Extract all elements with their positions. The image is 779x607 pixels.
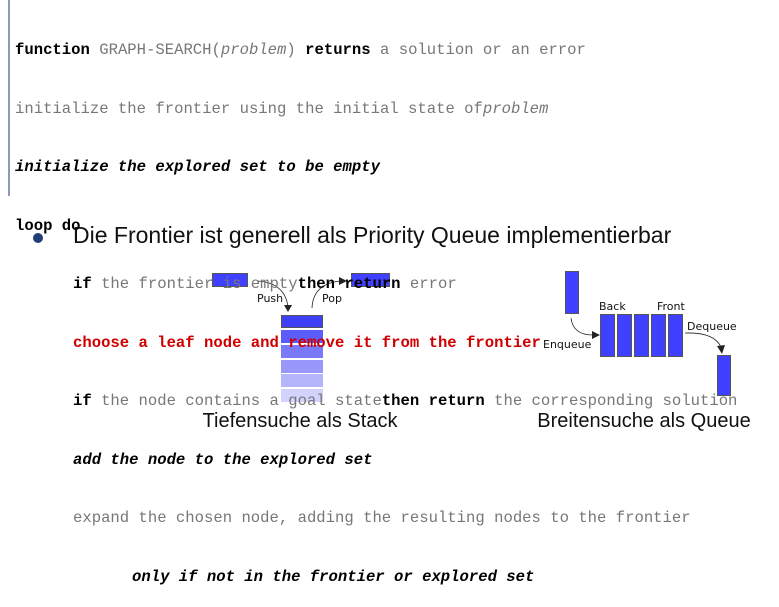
paren: )	[286, 41, 306, 59]
keyword: function	[15, 41, 90, 59]
code-text: initialize the frontier using the initia…	[15, 99, 483, 118]
dequeue-block	[717, 355, 731, 396]
pop-label: Pop	[322, 292, 342, 305]
argument: problem	[220, 41, 287, 59]
queue-item	[617, 314, 632, 357]
code-margin-bar	[8, 0, 10, 196]
queue-caption: Breitensuche als Queue	[537, 410, 751, 432]
stack-item	[281, 360, 323, 373]
keyword: then return	[297, 275, 401, 293]
keyword: then return	[381, 392, 485, 410]
code-line-6: choose a leaf node and remove it from th…	[73, 333, 541, 352]
code-line-2: initialize the frontier using the initia…	[15, 100, 737, 120]
queue-item	[634, 314, 649, 357]
code-text: the corresponding solution	[484, 392, 738, 410]
code-line-1: function GRAPH-SEARCH(problem) returns a…	[15, 41, 737, 61]
keyword: if	[73, 275, 92, 293]
pop-block	[351, 273, 390, 287]
code-line-7: if the node contains a goal statethen re…	[15, 392, 737, 412]
code-line-4: loop do	[15, 216, 81, 235]
pseudocode-block: function GRAPH-SEARCH(problem) returns a…	[15, 2, 737, 607]
stack-item	[281, 315, 323, 328]
pop-arrow	[311, 277, 347, 309]
push-arrow	[257, 280, 292, 312]
push-label: Push	[257, 292, 284, 305]
enqueue-arrow	[570, 317, 600, 339]
stack-caption: Tiefensuche als Stack	[202, 410, 398, 432]
stack-item	[281, 374, 323, 387]
code-line-10: only if not in the frontier or explored …	[132, 567, 535, 586]
stack-item	[281, 345, 323, 358]
code-text: a solution or an error	[370, 41, 586, 59]
enqueue-block	[565, 271, 579, 314]
code-text: the frontier is empty	[91, 275, 298, 293]
bullet-icon	[33, 233, 43, 243]
back-label: Back	[599, 300, 626, 313]
enqueue-label: Enqueue	[543, 338, 592, 351]
push-block	[212, 273, 248, 287]
code-line-3: initialize the explored set to be empty	[15, 158, 380, 176]
code-line-9: expand the chosen node, adding the resul…	[73, 509, 691, 527]
queue-item	[668, 314, 683, 357]
function-name: GRAPH-SEARCH(	[89, 41, 221, 59]
keyword: if	[73, 392, 92, 410]
bullet-text: Die Frontier ist generell als Priority Q…	[73, 222, 672, 248]
queue-item	[651, 314, 666, 357]
dequeue-label: Dequeue	[687, 320, 737, 333]
front-label: Front	[657, 300, 685, 313]
code-text: error	[400, 275, 457, 293]
queue-item	[600, 314, 615, 357]
stack-item	[281, 389, 323, 402]
dequeue-arrow	[684, 332, 725, 354]
keyword: returns	[305, 41, 371, 59]
stack-item	[281, 330, 323, 343]
code-line-5: if the frontier is emptythen return erro…	[15, 275, 737, 295]
argument: problem	[482, 99, 549, 118]
code-text: the node contains a goal state	[91, 392, 382, 410]
code-line-8: add the node to the explored set	[73, 450, 373, 469]
